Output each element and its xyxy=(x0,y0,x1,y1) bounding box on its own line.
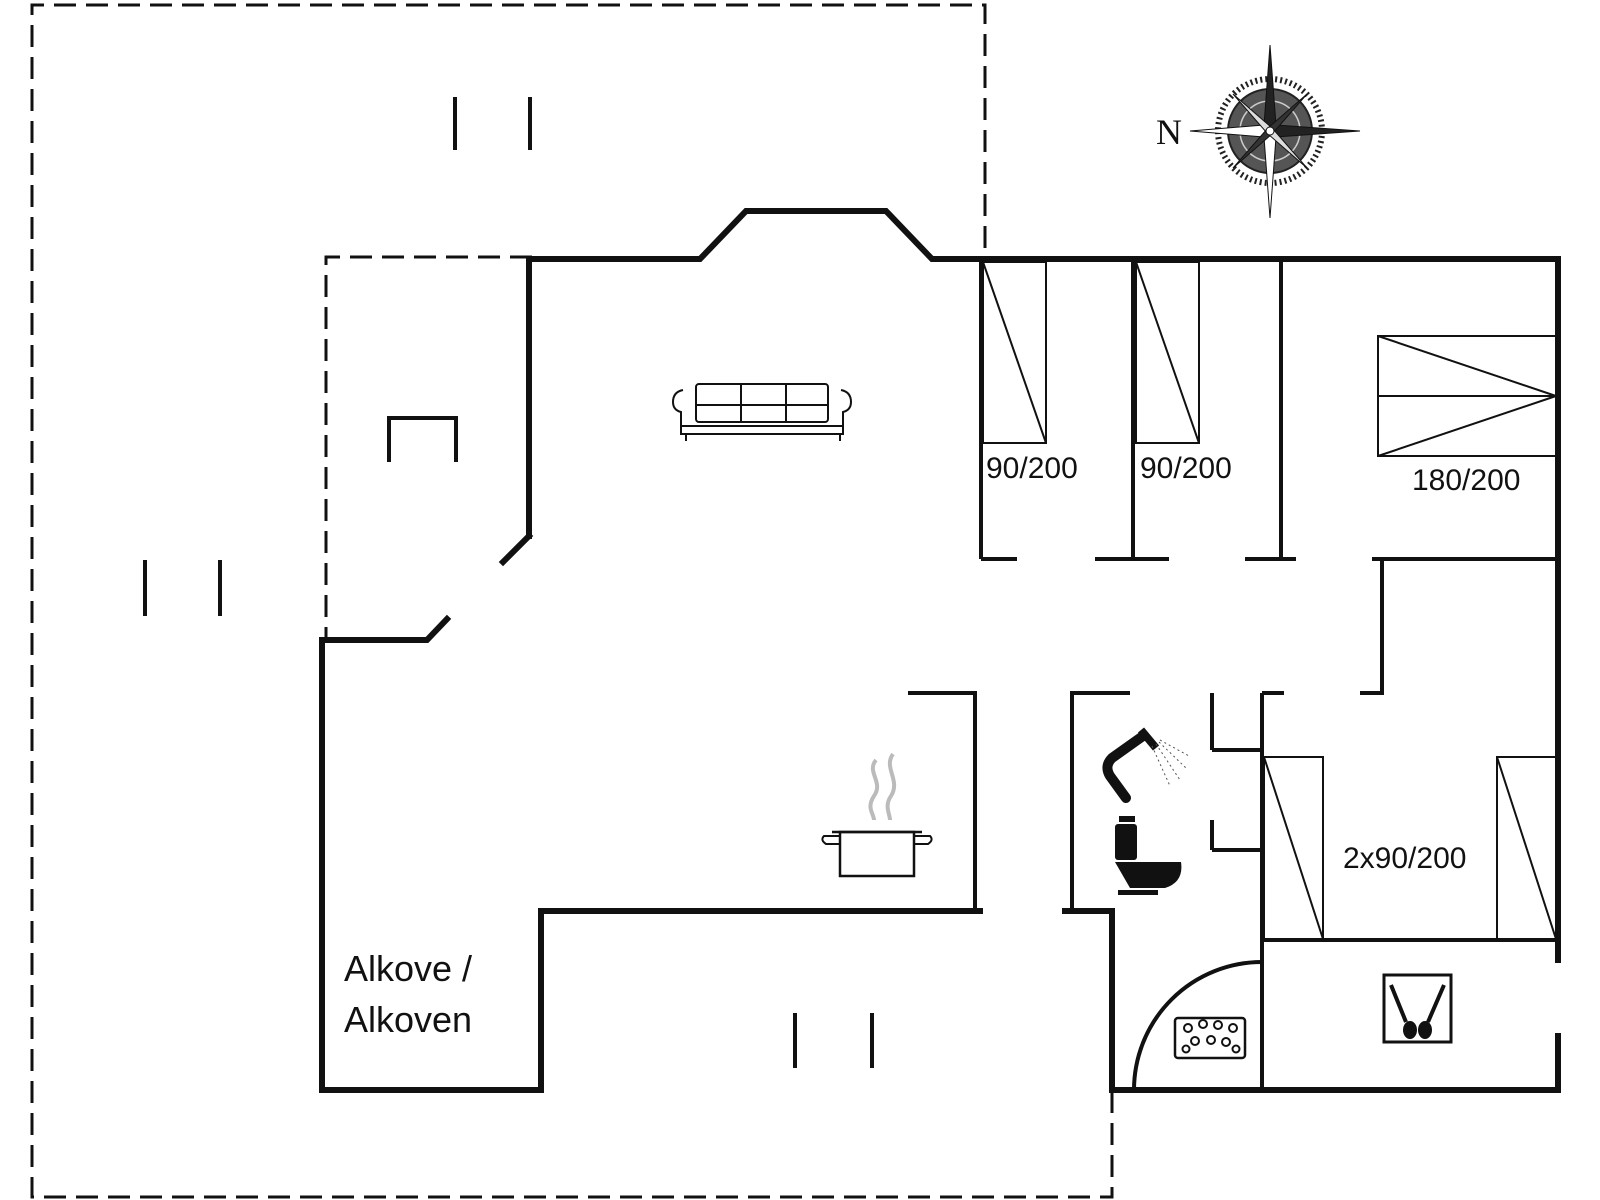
shower-icon xyxy=(1102,727,1190,803)
terrace-outline xyxy=(30,3,1114,1199)
bed-3-size-label: 180/200 xyxy=(1412,464,1520,497)
outdoor-table xyxy=(387,416,458,462)
bed-4-size-label: 2x90/200 xyxy=(1343,842,1466,875)
bed-2 xyxy=(1135,261,1200,444)
bed-1 xyxy=(982,261,1047,444)
alcove-label-line-2: Alkoven xyxy=(344,999,472,1040)
compass-north-label: N xyxy=(1156,112,1182,152)
toilet-icon xyxy=(1115,816,1182,895)
alcove-label-line-1: Alkove / xyxy=(344,948,472,989)
exterior-walls xyxy=(319,208,1561,1093)
terrace-markers xyxy=(143,97,874,1068)
bed-3 xyxy=(1377,335,1557,457)
interior-walls xyxy=(908,259,1558,1091)
sofa-icon xyxy=(671,383,853,441)
sauna-stove-icon xyxy=(1173,1016,1247,1060)
cooking-pot-icon xyxy=(821,752,933,878)
bed-4 xyxy=(1263,756,1557,940)
compass-rose-icon xyxy=(1189,44,1361,219)
bed-2-size-label: 90/200 xyxy=(1140,452,1232,485)
washing-machine-icon xyxy=(1382,973,1453,1044)
bed-1-size-label: 90/200 xyxy=(986,452,1078,485)
